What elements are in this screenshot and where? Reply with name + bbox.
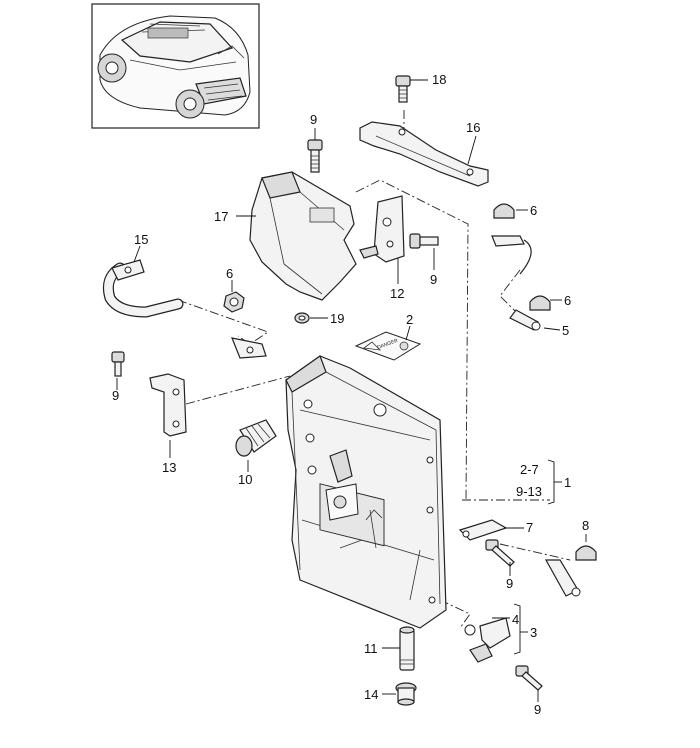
pipe-clip [231, 337, 267, 359]
bolt-part-9-bottom [515, 665, 543, 691]
bolt-part-9-lower [485, 539, 515, 567]
callout-range-2-7: 2-7 [520, 462, 539, 477]
alignment-lines [177, 110, 571, 629]
callout-3: 3 [530, 625, 537, 640]
callout-1: 1 [564, 475, 571, 490]
grommet-part-14 [395, 682, 417, 706]
vehicle-illustration [97, 15, 251, 119]
callout-17: 17 [214, 209, 228, 224]
group-bracket-1 [547, 459, 562, 505]
bolt-part-9-top [307, 139, 323, 173]
heat-shield-part-17 [249, 171, 357, 301]
stud-part-11 [399, 626, 415, 671]
callout-16: 16 [466, 120, 480, 135]
connector-part-10 [235, 419, 277, 457]
callout-6-right: 6 [564, 293, 571, 308]
callout-9-lower: 9 [506, 576, 513, 591]
callout-19: 19 [330, 311, 344, 326]
pipe-part-15 [102, 259, 184, 318]
callout-9-top: 9 [310, 112, 317, 127]
cable-part-7 [458, 519, 581, 597]
vehicle-thumbnail [91, 3, 260, 129]
group-bracket-3 [513, 603, 528, 655]
housing-bolts [303, 399, 436, 604]
bolt-part-9-left [111, 351, 125, 377]
callout-6-top: 6 [530, 203, 537, 218]
bolt-part-9-mid [409, 233, 439, 249]
callout-18: 18 [432, 72, 446, 87]
callout-10: 10 [238, 472, 252, 487]
label-plate-part-2 [354, 331, 422, 361]
callout-9-mid: 9 [430, 272, 437, 287]
callout-14: 14 [364, 687, 378, 702]
callout-4: 4 [512, 612, 519, 627]
sensor-part-3 [464, 617, 511, 663]
bracket-part-13 [149, 373, 187, 437]
bracket-part-12 [359, 195, 405, 263]
nut-part-8 [575, 545, 597, 561]
nut-part-6-top [493, 203, 515, 219]
callout-8: 8 [582, 518, 589, 533]
callout-9-bottom: 9 [534, 702, 541, 717]
callout-range-9-13: 9-13 [516, 484, 542, 499]
callout-5: 5 [562, 323, 569, 338]
nut-part-6-left [223, 291, 245, 313]
callout-6-left: 6 [226, 266, 233, 281]
callout-9-left: 9 [112, 388, 119, 403]
callout-12: 12 [390, 286, 404, 301]
bracket-plate-part-16 [359, 121, 489, 187]
callout-7: 7 [526, 520, 533, 535]
callout-11: 11 [364, 641, 378, 656]
callout-2: 2 [406, 312, 413, 327]
cable-part-5 [491, 235, 541, 331]
callout-15: 15 [134, 232, 148, 247]
nut-part-6-right [529, 295, 551, 311]
washer-part-19 [294, 312, 310, 324]
callout-13: 13 [162, 460, 176, 475]
control-unit-housing [285, 355, 447, 629]
callout-labels: 18 16 9 17 6 15 9 6 12 6 19 2 5 9 13 10 … [112, 72, 589, 717]
bolt-part-18 [395, 75, 411, 103]
